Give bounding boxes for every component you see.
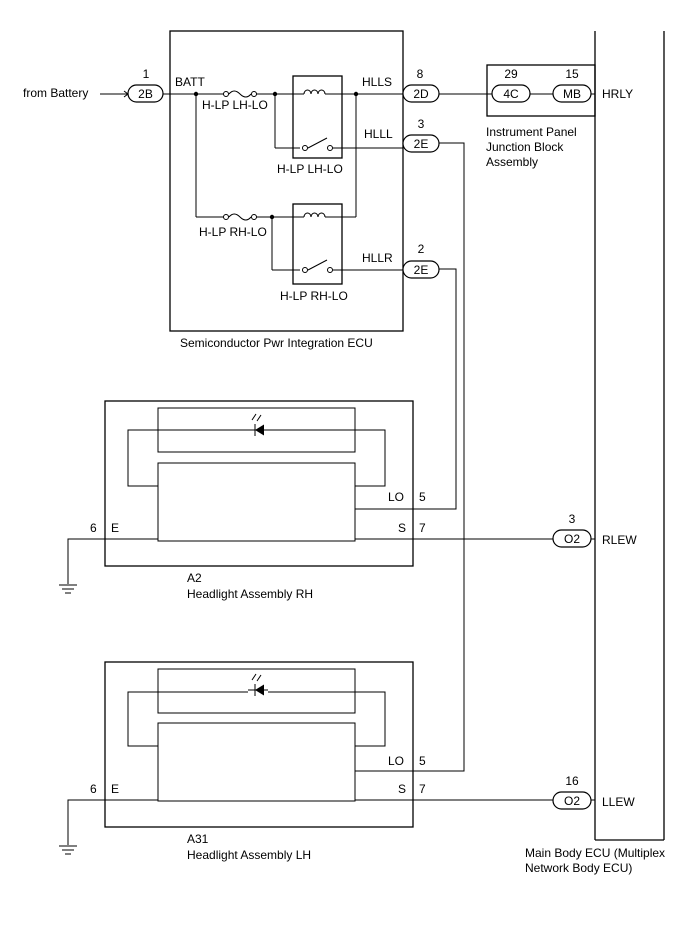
headlight-rh-lo-num: 5 (419, 490, 426, 504)
headlight-lh-lo-label: LO (388, 754, 404, 768)
connector-mb-label: MB (563, 87, 581, 101)
pin-hlls-num: 8 (417, 67, 424, 81)
jb-name-line2: Junction Block (486, 140, 564, 154)
fuse-lh-label: H-LP LH-LO (202, 98, 268, 112)
headlight-rh-name: Headlight Assembly RH (187, 587, 313, 601)
connector-2b-label: 2B (138, 87, 153, 101)
headlight-rh-s-num: 7 (419, 521, 426, 535)
relay-lh-box (292, 75, 343, 159)
relay-switch-icon (302, 137, 333, 151)
main-ecu-llew-label: LLEW (602, 795, 635, 809)
pin-hlll-label: HLLL (364, 127, 393, 141)
arrow-head-lower (123, 93, 129, 98)
headlight-lh-code: A31 (187, 832, 209, 846)
connector-4c-label: 4C (503, 87, 519, 101)
relay-switch-icon (302, 259, 333, 273)
connector-o2-llew-label: O2 (564, 794, 580, 808)
headlight-lh-e-num: 6 (90, 782, 97, 796)
rlew-pin-num: 3 (569, 512, 576, 526)
ground-icon (59, 845, 77, 855)
relay-coil-icon (303, 212, 326, 218)
arrow-head-upper (123, 90, 129, 95)
jb-pin-in-num: 29 (504, 67, 518, 81)
ecu-name: Semiconductor Pwr Integration ECU (180, 336, 373, 350)
wire-lh-ground (67, 799, 158, 845)
headlight-rh-e-num: 6 (90, 521, 97, 535)
ground-icon (59, 584, 77, 594)
led-icon (248, 673, 268, 699)
led-icon (248, 413, 268, 439)
jb-name-line1: Instrument Panel (486, 125, 577, 139)
relay-rh-box (292, 203, 343, 285)
connector-2d-label: 2D (413, 87, 429, 101)
main-ecu-name-line1: Main Body ECU (Multiplex (525, 846, 665, 860)
connector-o2-rlew-label: O2 (564, 532, 580, 546)
headlight-rh-box (104, 400, 414, 567)
main-ecu-rlew-label: RLEW (602, 533, 637, 547)
jb-name-line3: Assembly (486, 155, 538, 169)
headlight-lh-driver (157, 722, 356, 802)
headlight-lh-lamp-frame (157, 668, 356, 714)
main-ecu-name-line2: Network Body ECU) (525, 861, 632, 875)
headlight-lh-lo-num: 5 (419, 754, 426, 768)
headlight-rh-driver (157, 462, 356, 542)
jb-pin-out-num: 15 (565, 67, 579, 81)
connector-2e-hlll-label: 2E (414, 137, 429, 151)
pin-batt-num: 1 (143, 67, 150, 81)
headlight-lh-s-num: 7 (419, 782, 426, 796)
battery-label: from Battery (23, 86, 88, 100)
headlight-lh-box (104, 661, 414, 828)
ecu-batt-label: BATT (175, 75, 205, 89)
llew-pin-num: 16 (565, 774, 579, 788)
relay-rh-label: H-LP RH-LO (280, 289, 348, 303)
fuse-rh-label: H-LP RH-LO (199, 225, 267, 239)
headlight-rh-e-label: E (111, 521, 119, 535)
pin-hlls-label: HLLS (362, 75, 392, 89)
wire-hlll-lh-lo (413, 142, 465, 772)
headlight-rh-lo-label: LO (388, 490, 404, 504)
headlight-lh-s-label: S (398, 782, 406, 796)
wire-rh-ground (67, 538, 158, 584)
ecu-box (169, 30, 404, 332)
headlight-lh-e-label: E (111, 782, 119, 796)
wire-hllr-rh-lo (413, 268, 457, 510)
pin-hllr-label: HLLR (362, 251, 393, 265)
headlight-rh-code: A2 (187, 571, 202, 585)
fuse-icon (223, 90, 257, 98)
relay-lh-label: H-LP LH-LO (277, 162, 343, 176)
connector-2e-hllr-label: 2E (414, 263, 429, 277)
fuse-icon (223, 213, 257, 221)
headlight-rh-s-label: S (398, 521, 406, 535)
pin-hlll-num: 3 (418, 117, 425, 131)
relay-coil-icon (303, 89, 326, 95)
headlight-lh-name: Headlight Assembly LH (187, 848, 311, 862)
pin-hllr-num: 2 (418, 242, 425, 256)
main-ecu-hrly-label: HRLY (602, 87, 633, 101)
